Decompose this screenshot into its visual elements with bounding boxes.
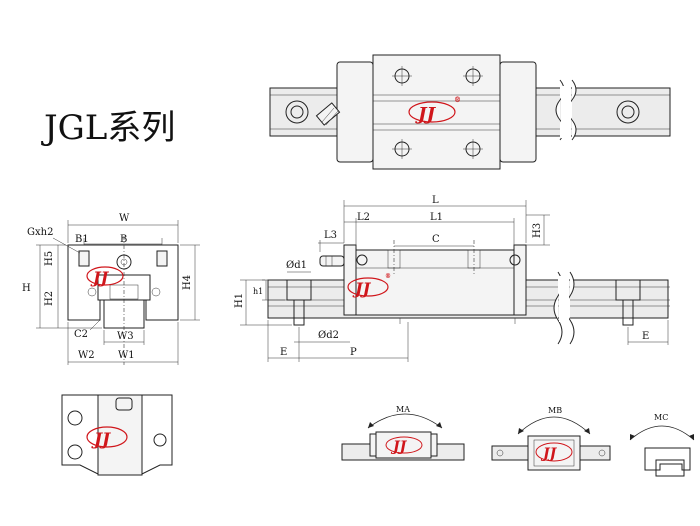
dim-h1-small: h1 xyxy=(253,287,263,296)
top-view: JJ ® xyxy=(269,54,671,170)
dim-p: P xyxy=(350,347,357,358)
dim-e: E xyxy=(280,347,287,358)
dim-w1: W1 xyxy=(118,350,135,361)
moment-ma-label: MA xyxy=(396,405,410,414)
dim-h2: H2 xyxy=(44,291,55,306)
dim-h5: H5 xyxy=(44,251,55,266)
svg-text:®: ® xyxy=(385,273,391,280)
grease-nipple-icon xyxy=(315,102,341,126)
dim-w: W xyxy=(119,213,130,224)
dim-l3: L3 xyxy=(324,230,337,241)
moment-mb-label: MB xyxy=(548,406,562,415)
brand-logo-side: JJ ® xyxy=(347,273,391,298)
moment-mb-diagram: MB JJ xyxy=(491,406,611,471)
brand-logo-end: JJ xyxy=(86,426,128,450)
svg-text:JJ: JJ xyxy=(390,439,408,455)
end-view: JJ xyxy=(61,394,173,476)
dim-l2: L2 xyxy=(357,212,370,223)
dim-h3: H3 xyxy=(532,223,543,238)
svg-text:®: ® xyxy=(454,95,461,104)
svg-text:JJ: JJ xyxy=(91,430,111,450)
dim-gxh2: Gxh2 xyxy=(27,227,53,238)
front-view: JJ W Gxh2 B1 B H H5 H2 H4 C2 W3 xyxy=(22,213,200,365)
dim-od1: Ød1 xyxy=(286,260,307,271)
series-title: JGL系列 xyxy=(41,108,175,148)
dim-h: H xyxy=(22,283,31,294)
brand-logo-top: JJ ® xyxy=(408,95,461,125)
brand-logo-front: JJ xyxy=(86,266,124,287)
dim-b1: B1 xyxy=(75,234,89,245)
moment-mc-label: MC xyxy=(654,413,668,422)
svg-text:JJ: JJ xyxy=(90,268,110,287)
dim-b: B xyxy=(120,234,127,245)
svg-text:JJ: JJ xyxy=(540,446,558,462)
dim-c: C xyxy=(432,234,440,245)
dim-od2: Ød2 xyxy=(318,330,339,341)
svg-text:JJ: JJ xyxy=(415,104,437,125)
block-bolt-holes xyxy=(392,66,483,159)
grease-nipple-icon xyxy=(319,255,345,267)
dim-H1: H1 xyxy=(234,293,245,308)
dim-c2: C2 xyxy=(74,329,88,340)
dim-w2: W2 xyxy=(78,350,95,361)
dim-l1: L1 xyxy=(430,212,443,223)
brand-logo-ma: JJ xyxy=(385,436,423,455)
dim-l: L xyxy=(432,195,439,206)
moment-ma-diagram: MA JJ xyxy=(341,405,465,461)
dim-h4: H4 xyxy=(182,275,193,290)
moment-mc-diagram: MC xyxy=(629,413,695,477)
brand-logo-mb: JJ xyxy=(535,442,573,462)
svg-text:JJ: JJ xyxy=(352,279,372,298)
dim-w3: W3 xyxy=(117,331,134,342)
dim-e-right: E xyxy=(642,331,649,342)
side-view: JJ ® L L2 L1 H3 L3 C Ød1 h1 H1 Ød2 xyxy=(234,195,670,362)
